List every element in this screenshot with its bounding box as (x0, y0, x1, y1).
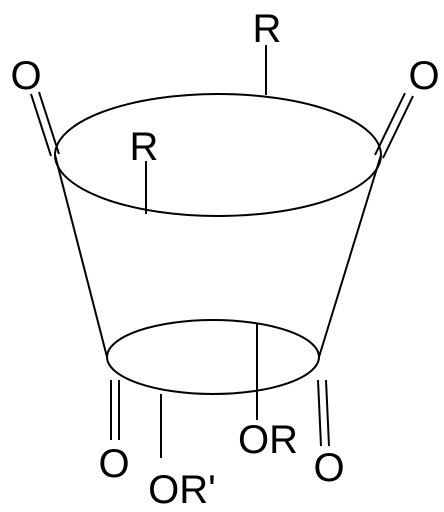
inner-r-label: R (130, 125, 159, 169)
bottom-right-carbonyl-bond-2 (325, 379, 330, 447)
or-prime-label: OR' (148, 468, 216, 512)
top-left-carbonyl-bond-2 (38, 91, 60, 155)
top-rim-ellipse (54, 93, 382, 217)
bottom-left-oxygen-label: O (98, 442, 129, 486)
bottom-rim-ellipse (106, 319, 320, 395)
top-left-carbonyl-bond-1 (30, 93, 52, 157)
or-label: OR (238, 418, 298, 462)
top-right-carbonyl-bond-1 (374, 92, 406, 156)
top-right-carbonyl-bond-2 (382, 95, 414, 159)
cone-left-wall (54, 154, 108, 358)
top-right-oxygen-label: O (408, 54, 439, 98)
bottom-right-carbonyl-bond-1 (317, 379, 322, 447)
top-left-oxygen-label: O (10, 54, 41, 98)
cone-right-wall (318, 154, 382, 358)
bottom-right-oxygen-label: O (313, 446, 344, 490)
top-r-label: R (253, 7, 282, 51)
